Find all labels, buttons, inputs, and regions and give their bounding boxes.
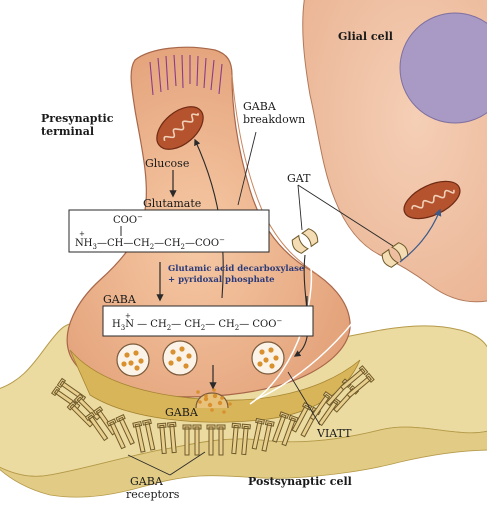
gaba-receptor: [251, 417, 275, 452]
gaba-receptor: [132, 418, 156, 453]
vesicle-1: [116, 343, 150, 377]
viatt-leader: [287, 371, 321, 426]
synaptic-vesicles: [116, 340, 285, 414]
gaba-formula-box: + H3N — CH2— CH2— CH2— COO−: [102, 305, 314, 337]
released-gaba-dots: [196, 388, 232, 414]
glial-nucleus: [399, 12, 487, 124]
gaba-receptor: [271, 411, 299, 447]
gaba-breakdown-leader: [237, 131, 257, 206]
fusing-vesicle: [195, 392, 229, 409]
cleft-to-glia-line: [254, 267, 386, 401]
presynaptic-mitochondrion: [156, 106, 204, 150]
synaptic-cleft: [69, 349, 361, 423]
gaba-receptors-label-line2: receptors: [126, 488, 180, 501]
gaba-receptors: [51, 365, 375, 456]
gat-transporter-presynaptic: [291, 228, 319, 254]
gaba-receptor: [206, 424, 226, 456]
glial-mitochondrion: [403, 180, 461, 220]
gaba-receptor: [182, 424, 202, 456]
vesicle-2: [162, 340, 198, 376]
vesicle-3: [251, 341, 285, 375]
gat-leader-2: [297, 184, 394, 247]
gat-label: GAT: [287, 172, 311, 185]
presynaptic-label-line1: Presynaptic: [41, 112, 114, 125]
gaba-label-cleft: GABA: [165, 406, 199, 419]
glucose-label: Glucose: [145, 157, 189, 170]
glutamate-main-chain: NH3—CH—CH2—CH2—COO−: [75, 236, 225, 251]
gaba-breakdown-label-line1: GABA: [243, 100, 277, 113]
glial-cell-label: Glial cell: [338, 30, 393, 43]
postsynaptic-cell-label: Postsynaptic cell: [248, 475, 352, 488]
gaba-receptor: [340, 365, 375, 399]
glial-cell: [302, 0, 487, 303]
gaba-receptors-label-line1: GABA: [130, 475, 164, 488]
gaba-main-chain: H3N — CH2— CH2— CH2— COO−: [112, 317, 282, 332]
glutamate-coo-top: COO−: [113, 213, 143, 226]
presynaptic-label-line2: terminal: [41, 125, 94, 138]
enzyme-label-line2: + pyridoxal phosphate: [168, 275, 275, 285]
gaba-plus: +: [125, 312, 131, 320]
receptors-leader-2: [127, 454, 171, 476]
gaba-receptor: [231, 422, 251, 456]
glutamate-formula-box: COO− + NH3—CH—CH2—CH2—COO−: [68, 209, 270, 253]
gaba-receptor: [157, 421, 177, 455]
glutamate-plus: +: [79, 230, 85, 238]
gaba-receptor: [106, 414, 135, 450]
gaba-breakdown-label-line2: breakdown: [243, 113, 305, 126]
gat-leader-1: [297, 184, 303, 231]
glia-uptake-arrow: [399, 208, 442, 263]
glutamate-label: Glutamate: [143, 197, 201, 210]
enzyme-label-line1: Glutamic acid decarboxylase: [168, 264, 305, 274]
gaba-receptor: [66, 393, 101, 428]
cytoskeleton-filaments: [149, 54, 223, 96]
viatt-label: VIATT: [316, 427, 352, 440]
gaba-label-top: GABA: [103, 293, 137, 306]
receptors-leader-1: [169, 451, 206, 476]
